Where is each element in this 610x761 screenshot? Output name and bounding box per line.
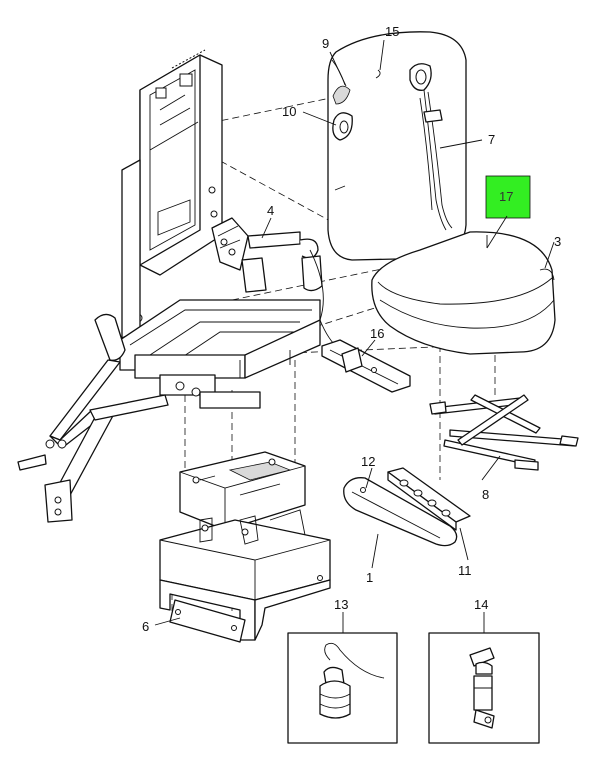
leader-lines <box>154 39 555 633</box>
callout-4: 4 <box>267 203 274 218</box>
detail-box-13 <box>287 632 398 744</box>
suspension-bracket <box>429 394 579 471</box>
seat-back-frame <box>121 49 223 339</box>
detail-box-14 <box>428 632 540 744</box>
callout-12: 12 <box>361 454 375 469</box>
callout-9: 9 <box>322 36 329 51</box>
seat-riser <box>159 451 331 643</box>
highlight-box-17 <box>485 175 531 219</box>
callout-13: 13 <box>334 597 348 612</box>
callout-labels: 9 15 10 7 17 3 4 16 12 8 1 11 6 13 14 <box>142 24 561 634</box>
callout-6: 6 <box>142 619 149 634</box>
callout-14: 14 <box>474 597 488 612</box>
seat-base-frame <box>119 299 321 409</box>
callout-1: 1 <box>366 570 373 585</box>
callout-7: 7 <box>488 132 495 147</box>
mounting-bracket <box>387 467 471 531</box>
callout-11: 11 <box>458 563 472 578</box>
callout-17: 17 <box>499 189 513 204</box>
side-trim <box>343 477 458 547</box>
callout-15: 15 <box>385 24 399 39</box>
callout-10: 10 <box>282 104 296 119</box>
seat-back-cushion <box>327 31 467 261</box>
slide-rail <box>321 339 411 393</box>
seat-cushion <box>371 231 556 355</box>
callout-3: 3 <box>554 234 561 249</box>
callout-16: 16 <box>370 326 384 341</box>
armrest <box>17 313 169 523</box>
callout-8: 8 <box>482 487 489 502</box>
